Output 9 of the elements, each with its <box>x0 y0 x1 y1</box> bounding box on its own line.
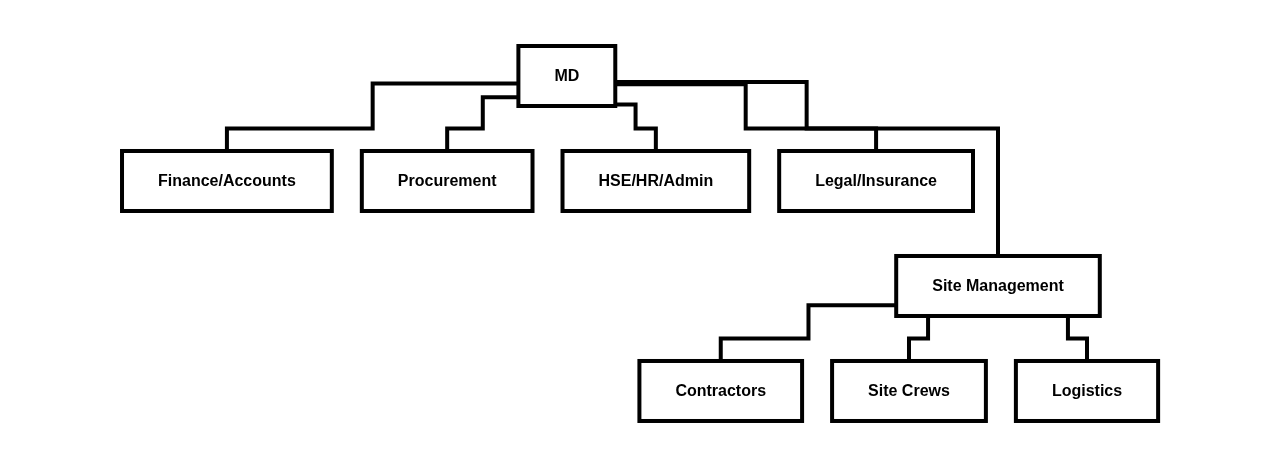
node-box: Site Crews <box>830 358 988 423</box>
node-box: Legal/Insurance <box>777 148 975 213</box>
node-box: HSE/HR/Admin <box>560 148 752 213</box>
node-box: Site Management <box>894 253 1102 318</box>
node-box: Contractors <box>637 358 804 423</box>
node-box: MD <box>516 43 618 108</box>
node-box: Logistics <box>1013 358 1161 423</box>
node-box: Finance/Accounts <box>119 148 334 213</box>
node-box: Procurement <box>359 148 535 213</box>
